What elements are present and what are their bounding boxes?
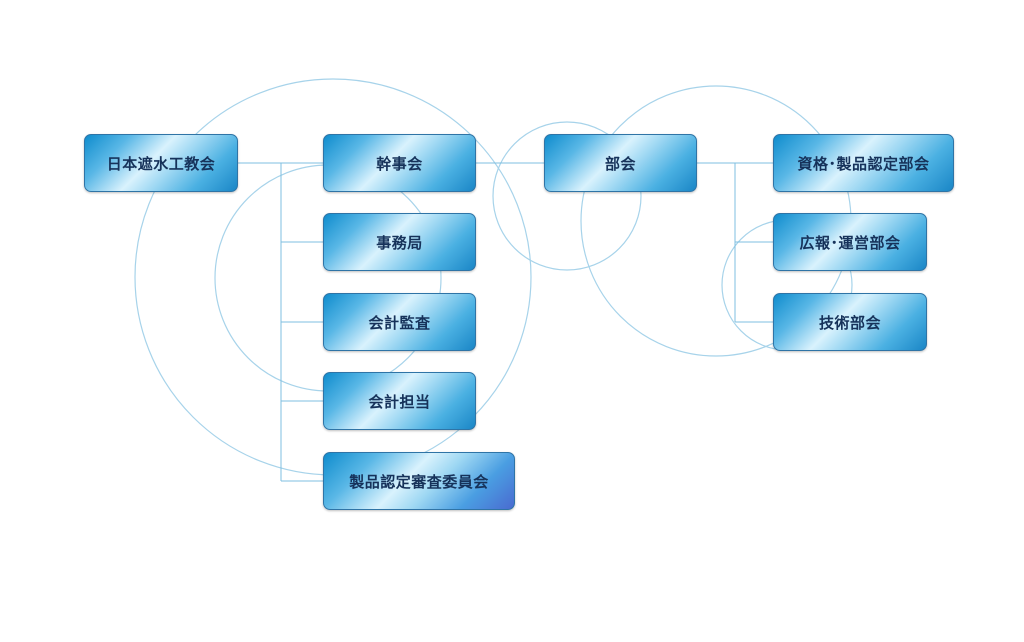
deco-circle	[214, 164, 442, 392]
node-product-certification-review-committee: 製品認定審査委員会	[323, 452, 515, 510]
node-qualification-product-certification: 資格･製品認定部会	[773, 134, 954, 192]
node-secretariat: 事務局	[323, 213, 476, 271]
node-japan-waterproofing-association: 日本遮水工教会	[84, 134, 238, 192]
node-technical: 技術部会	[773, 293, 927, 351]
node-executive-committee: 幹事会	[323, 134, 476, 192]
node-audit: 会計監査	[323, 293, 476, 351]
node-accounting: 会計担当	[323, 372, 476, 430]
node-subcommittee: 部会	[544, 134, 697, 192]
deco-circle	[492, 121, 642, 271]
decorative-circles	[134, 78, 853, 476]
node-pr-operations: 広報･運営部会	[773, 213, 927, 271]
connector-lines	[238, 162, 773, 482]
